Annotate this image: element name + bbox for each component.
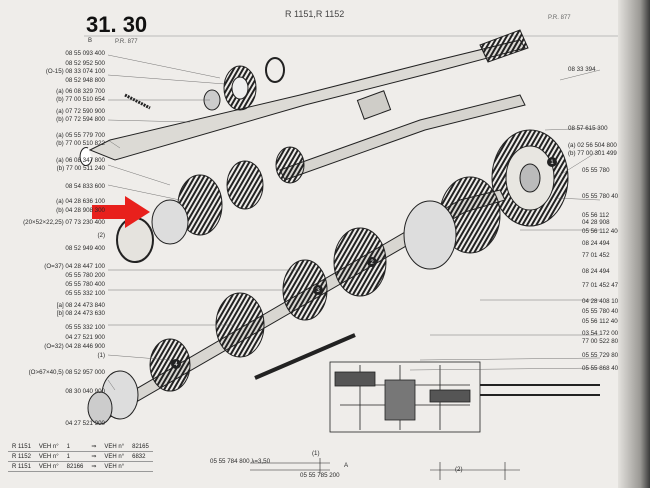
right-part-label: 08 24 494 [582,268,610,275]
vehicle-model: R 1152 [8,451,35,462]
left-part-label: (a) 05 55 779 700 [56,132,105,139]
bottom-note-2: (2) [455,466,463,473]
right-part-label: 04 28 908 [582,219,610,226]
left-part-label: 08 52 948 800 [65,77,105,84]
right-part-label: 05 56 112 400 [582,318,622,325]
left-part-label: 08 54 833 600 [65,183,105,190]
vehicle-no: 1 [62,451,88,462]
right-part-label: 05 56 112 400 [582,228,622,235]
right-part-label: 05 55 780 400 [582,308,622,315]
vehicle-arrow: ⇒ [87,442,101,452]
left-part-label: (a) 06 08 347 800 [56,157,105,164]
callout-2: 2 [370,260,374,266]
output-shaft [279,90,526,181]
left-part-label: 08 30 040 900 [65,388,105,395]
vehicle-no: 82166 [62,461,88,472]
right-part-label: 05 55 729 800 [582,352,622,359]
bottom-part-ref: 05 55 784 800 λ=3,50 [210,458,271,465]
left-part-label: (b) 04 28 908 300 [56,207,105,214]
callout-1: 1 [550,160,554,166]
left-part-label: (2) [97,232,105,239]
left-part-label: (1) [97,352,105,359]
callout-3: 3 [316,288,320,294]
bottom-a-mark: A [344,462,349,469]
left-part-label: (20×52×22,25) 07 73 230 400 [23,219,105,226]
left-part-label: (b) 07 72 594 800 [56,116,105,123]
left-part-label: (O=37) 04 28 447 100 [44,263,105,270]
callout-4: 4 [174,362,178,368]
left-part-label: 05 55 332 100 [65,324,105,331]
right-part-label: 08 57 615 300 [568,125,608,132]
left-part-label: 04 27 521 900 [65,420,105,427]
left-part-label: (a) 06 08 329 700 [56,88,105,95]
vehicle-serial: 82165 [128,442,153,452]
page-number: 31. 30 [86,12,148,37]
right-part-label: (a) 02 56 504 800 [568,142,617,149]
right-part-label: 05 55 868 400 [582,365,622,372]
header-sub-pr: P.R. 877 [115,39,138,45]
left-part-label: 08 52 949 400 [65,245,105,252]
vehicle-veh: VEH n° [34,451,63,462]
right-part-label: 04 28 408 100 [582,298,622,305]
left-part-label: 08 52 952 500 [65,60,105,67]
vehicle-serial: 6832 [128,451,153,462]
left-part-label: [b] 08 24 473 630 [56,310,105,317]
bottom-note-1: (1) [312,450,320,457]
right-part-label: 05 56 112 [582,212,610,219]
book-gutter [618,0,650,488]
highlight-arrow [92,196,150,228]
left-part-label: 05 55 780 200 [65,272,105,279]
vehicle-veh: VEH n° [34,442,63,452]
left-part-label: 05 55 332 100 [65,290,105,297]
right-part-label: 05 55 780 [582,167,610,174]
right-part-label: 03 54 172 000 [582,330,622,337]
right-part-label: 05 55 780 400 [582,193,622,200]
vehicle-veh2: VEH n° [100,451,129,462]
right-part-label: 08 24 494 [582,240,610,247]
header-right-pr: P.R. 877 [548,15,571,21]
left-part-label: (b) 77 00 510 654 [56,96,105,103]
vehicle-no: 1 [62,442,88,452]
left-part-label: 04 27 521 900 [65,334,105,341]
left-part-label: 08 55 093 400 [65,50,105,57]
primary-shaft [79,29,529,167]
top-small-gear [223,65,257,111]
vehicle-model: R 1151 [8,442,35,452]
left-part-label: (a) 07 72 590 900 [56,108,105,115]
right-part-label: 77 01 452 [582,252,610,259]
vehicle-veh2: VEH n° [100,461,129,472]
lower-shaft-assembly [87,176,506,425]
vehicle-arrow: ⇒ [87,461,101,472]
differential-gear [491,129,569,227]
left-part-label: (O>67×40,5) 08 52 957 000 [28,369,105,376]
left-part-label: (a) 04 28 636 100 [56,198,105,205]
right-part-label: 77 01 452 47 [582,282,619,289]
left-part-label: (O=32) 04 28 446 900 [44,343,105,350]
model-reference: R 1151,R 1152 [285,9,345,19]
right-part-label: (b) 77 00 301 499 [568,150,617,157]
right-part-label: 08 33 394 [568,66,596,73]
vehicle-serial [128,461,153,472]
vehicle-veh2: VEH n° [100,442,129,452]
mid-gear-cluster [116,146,305,263]
left-part-label: [a] 08 24 473 840 [56,302,105,309]
right-part-label: 77 00 522 808 [582,338,622,345]
vehicle-model: R 1151 [8,461,35,472]
header-sub-b: B [88,38,93,44]
section-detail [329,361,600,433]
vehicle-arrow: ⇒ [87,451,101,462]
left-part-label: 05 55 780 400 [65,281,105,288]
bottom-part-ref-2: 05 55 785 200 [300,472,340,479]
left-part-label: (b) 77 00 511 240 [56,165,105,172]
left-part-label: (O-15) 08 33 074 100 [45,68,105,75]
vehicle-veh: VEH n° [34,461,63,472]
left-part-label: (b) 77 00 510 822 [56,140,105,147]
